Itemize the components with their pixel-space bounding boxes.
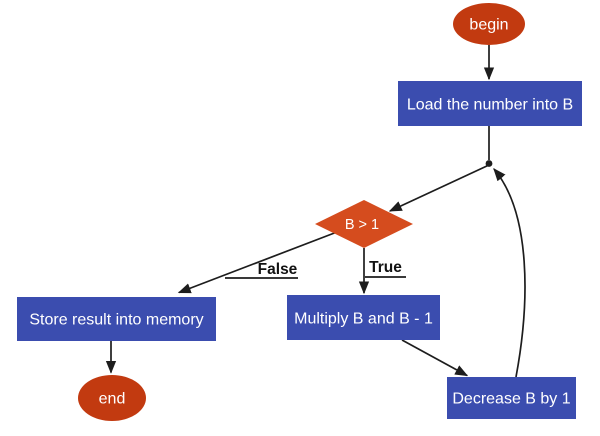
- decision-node-shape: [315, 200, 413, 248]
- edge-junction-to-decision: [388, 164, 490, 212]
- true-branch-label: True: [369, 259, 402, 276]
- false-branch-label: False: [258, 261, 298, 278]
- store-node-label: Store result into memory: [29, 312, 203, 329]
- nodes-group: [17, 3, 582, 421]
- edges-group: [105, 45, 526, 378]
- load-node-label: Load the number into B: [407, 97, 573, 114]
- store-node-shape: [17, 297, 216, 341]
- multiply-node-label: Multiply B and B - 1: [294, 311, 433, 328]
- multiply-node-shape: [287, 295, 440, 340]
- edge-labels-group: False True: [258, 259, 403, 278]
- edge-decision-false-to-store: [177, 231, 338, 294]
- decrease-node-shape: [447, 377, 576, 419]
- node-labels-group: begin Load the number into B B > 1 Store…: [29, 17, 573, 408]
- edge-multiply-to-decrease: [401, 339, 469, 377]
- begin-node-shape: [453, 3, 525, 45]
- junction-dot: [485, 160, 493, 167]
- end-node-label: end: [99, 391, 126, 408]
- load-node-shape: [398, 81, 582, 126]
- edge-decrease-to-junction-loop: [493, 168, 526, 378]
- end-node-shape: [78, 375, 146, 421]
- begin-node-label: begin: [469, 17, 508, 34]
- decision-node-label: B > 1: [345, 217, 379, 233]
- decrease-node-label: Decrease B by 1: [452, 391, 570, 408]
